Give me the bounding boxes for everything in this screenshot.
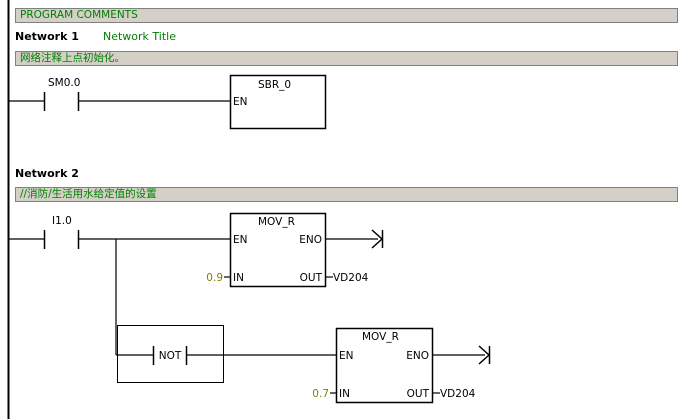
contact-i1-0[interactable]	[42, 228, 82, 251]
network-2-rung	[8, 238, 336, 356]
network-2-comment-text: //消防/生活用水给定值的设置	[20, 188, 157, 200]
mov-r-2-out-value[interactable]: VD204	[440, 388, 476, 400]
not-selection-box	[117, 325, 224, 383]
sbr-0-block[interactable]	[229, 74, 327, 130]
mov-r-1-eno-pin: ENO	[299, 234, 322, 246]
contact-sm0-0[interactable]	[42, 90, 82, 113]
network-1-title[interactable]: Network Title	[103, 30, 176, 43]
mov-r-2-in-value[interactable]: 0.7	[312, 388, 329, 400]
mov-r-1-in-pin: IN	[233, 272, 244, 284]
mov-r-2-out-pin: OUT	[407, 388, 430, 400]
contact-sm0-0-label: SM0.0	[48, 77, 80, 89]
mov-r-1-out-value[interactable]: VD204	[333, 272, 369, 284]
mov-r-1-out-pin: OUT	[300, 272, 323, 284]
mov-r-2-name: MOV_R	[362, 331, 399, 343]
sbr-0-name: SBR_0	[258, 79, 291, 91]
mov-r-1-in-value[interactable]: 0.9	[206, 272, 223, 284]
mov-r-block-1[interactable]	[229, 212, 327, 288]
contact-i1-0-label: I1.0	[52, 215, 72, 227]
mov-r-2-en-pin: EN	[339, 350, 354, 362]
mov-r-2-in-pin: IN	[339, 388, 350, 400]
program-comments-bar[interactable]: PROGRAM COMMENTS	[15, 8, 678, 23]
mov-r-1-name: MOV_R	[258, 216, 295, 228]
network-2-label[interactable]: Network 2	[15, 167, 79, 180]
not-label: NOT	[159, 350, 182, 362]
program-comments-text: PROGRAM COMMENTS	[20, 9, 138, 21]
network-1-comment-bar[interactable]: 网络注释上点初始化。	[15, 51, 678, 66]
not-element[interactable]	[150, 344, 190, 367]
sbr-0-en-pin: EN	[233, 96, 248, 108]
mov-r-block-2[interactable]	[335, 327, 434, 404]
mov-r-1-en-pin: EN	[233, 234, 248, 246]
network-1-comment-text: 网络注释上点初始化。	[20, 52, 125, 64]
network-1-label[interactable]: Network 1	[15, 30, 79, 43]
mov-r-2-eno-pin: ENO	[406, 350, 429, 362]
network-2-comment-bar[interactable]: //消防/生活用水给定值的设置	[15, 187, 678, 202]
